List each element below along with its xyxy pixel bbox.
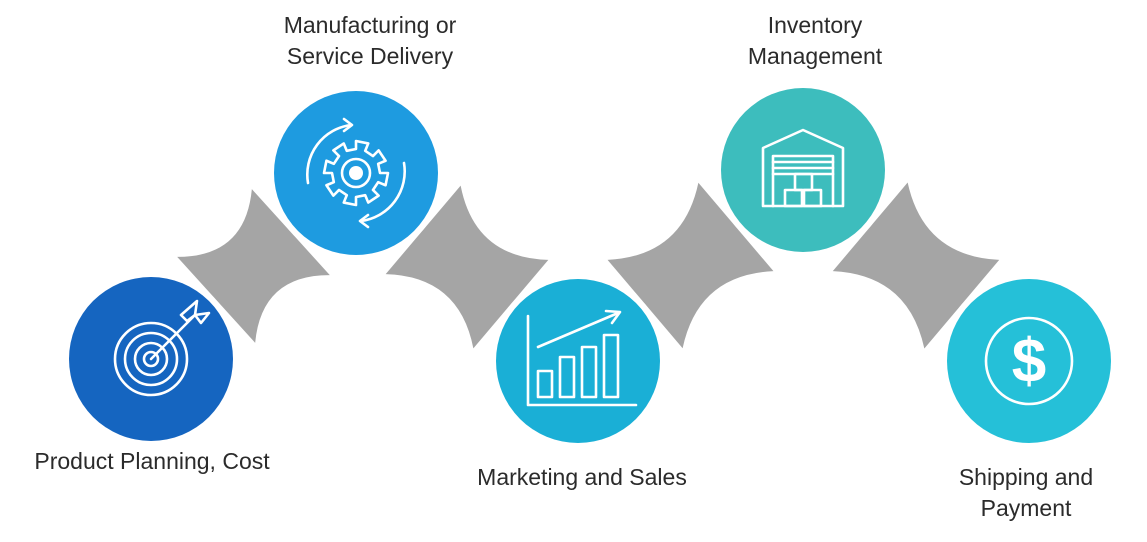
step-circle: [947, 279, 1111, 443]
connectors: [177, 182, 1000, 349]
step-1: [63, 271, 239, 447]
connector: [177, 189, 330, 343]
connector: [607, 182, 774, 349]
step-circles: $: [63, 82, 1117, 449]
step-label-marketing-sales: Marketing and Sales: [477, 464, 687, 490]
step-label-shipping-payment: Shipping and Payment: [958, 464, 1094, 521]
step-circle: [721, 88, 885, 252]
step-2: [268, 85, 444, 261]
step-label-product-planning: Product Planning, Cost: [34, 448, 270, 474]
step-circle: [496, 279, 660, 443]
step-3: [490, 273, 666, 449]
svg-text:$: $: [1012, 327, 1046, 396]
warehouse-icon: [761, 128, 845, 208]
connector: [385, 185, 549, 349]
connector: [832, 182, 1000, 349]
step-4: [715, 82, 891, 258]
step-5: $: [941, 273, 1117, 449]
target-arrow-icon: [113, 299, 211, 397]
step-label-inventory: Inventory Management: [747, 12, 883, 69]
dollar-icon: $: [984, 316, 1074, 406]
bar-chart-growth-icon: [526, 309, 638, 407]
step-label-manufacturing: Manufacturing or Service Delivery: [283, 12, 457, 69]
gear-cycle-icon: [306, 117, 406, 229]
